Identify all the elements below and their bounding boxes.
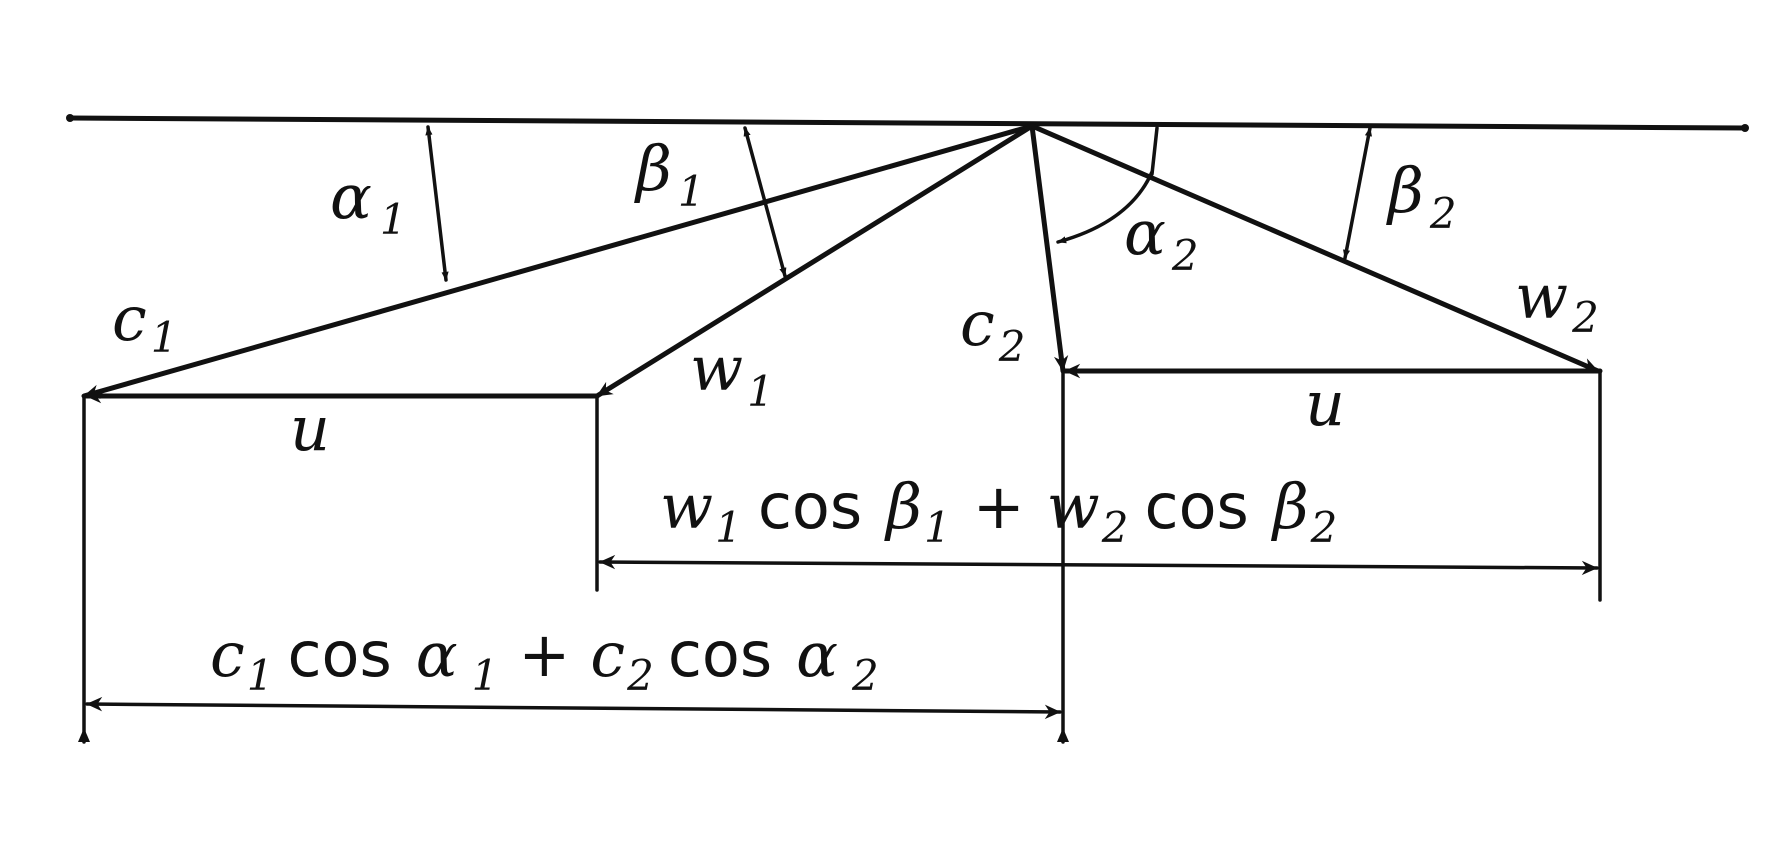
c2-label: c2 bbox=[960, 287, 1025, 371]
c-sum-dimension-line bbox=[85, 696, 1062, 720]
c2-vector bbox=[1029, 123, 1069, 374]
extension-foot-center bbox=[1057, 728, 1069, 742]
beta1-angle-arrow bbox=[743, 126, 787, 278]
w2-vector bbox=[1029, 123, 1601, 374]
w1-label: w1 bbox=[690, 332, 774, 416]
w-sum-dimension-line bbox=[598, 554, 1599, 576]
c1-vector bbox=[81, 123, 1035, 399]
u-outlet-label: u bbox=[1305, 367, 1345, 440]
alpha2-tick bbox=[1150, 126, 1159, 176]
blade-plane-line bbox=[67, 115, 1748, 131]
c1-label: c1 bbox=[112, 282, 177, 362]
blade-plane-end-left bbox=[66, 114, 74, 122]
alpha2-angle-arc bbox=[1056, 170, 1154, 244]
w2-label: w2 bbox=[1515, 260, 1599, 342]
extension-foot-left bbox=[78, 728, 90, 742]
w1-vector bbox=[594, 123, 1035, 399]
blade-plane-end-right bbox=[1741, 124, 1749, 132]
beta2-angle-arrow bbox=[1342, 126, 1373, 260]
u-inlet-label: u bbox=[290, 392, 330, 465]
alpha1-angle-arrow bbox=[425, 125, 449, 282]
